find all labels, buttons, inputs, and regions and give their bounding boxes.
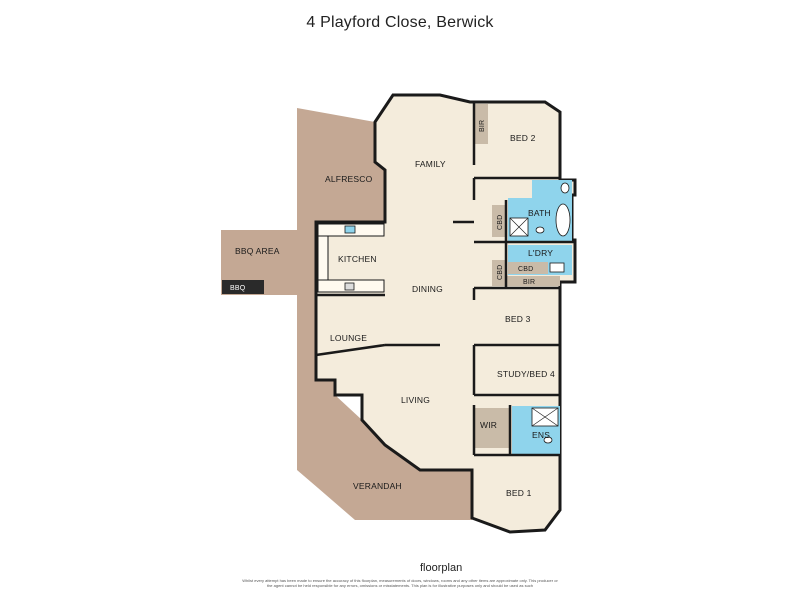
room-label-bed3: BED 3	[505, 314, 531, 324]
bir-mid	[492, 276, 560, 286]
brand-logo-text: floorplan	[420, 562, 463, 574]
verandah-area	[297, 295, 472, 520]
ensuite-basin	[543, 436, 553, 444]
room-label-alfresco: ALFRESCO	[325, 174, 373, 184]
room-label-lounge: LOUNGE	[330, 333, 367, 343]
plan-title: 4 Playford Close, Berwick	[306, 14, 494, 31]
room-label-bir-top: BIR	[479, 120, 486, 132]
room-label-bed1: BED 1	[506, 488, 532, 498]
room-label-bbq-area: BBQ AREA	[235, 246, 280, 256]
alfresco-area	[297, 108, 385, 295]
kitchen-sink	[344, 225, 356, 234]
basin	[535, 226, 545, 234]
room-label-wir: WIR	[480, 420, 497, 430]
laundry-tub	[549, 262, 565, 273]
room-label-cbd-horizontal: CBD	[518, 266, 533, 273]
room-label-verandah: VERANDAH	[353, 481, 402, 491]
bir-top	[474, 104, 488, 144]
room-label-living: LIVING	[401, 395, 430, 405]
bbq-box	[222, 280, 264, 294]
toilet	[560, 182, 570, 194]
cbd-upper	[492, 205, 506, 237]
room-label-cbd-lower: CBD	[497, 265, 504, 280]
kitchen-cooktop	[344, 282, 355, 291]
kitchen-bench-left	[317, 235, 329, 281]
internal-walls	[315, 102, 575, 457]
disclaimer-text: Whilst every attempt has been made to en…	[242, 578, 558, 588]
room-label-study: STUDY/BED 4	[497, 369, 555, 379]
room-label-dining: DINING	[412, 284, 443, 294]
room-label-ens: ENS	[532, 430, 550, 440]
room-label-laundry: L'DRY	[528, 248, 553, 258]
wir-room	[474, 408, 510, 448]
room-label-cbd-upper: CBD	[497, 215, 504, 230]
cbd-horizontal	[508, 262, 548, 274]
room-label-bed2: BED 2	[510, 133, 536, 143]
room-label-family: FAMILY	[415, 159, 446, 169]
room-label-bath: BATH	[528, 208, 551, 218]
bathtub	[555, 203, 571, 237]
room-label-bir-mid: BIR	[523, 279, 535, 286]
room-label-bbq: BBQ	[230, 285, 246, 292]
room-label-kitchen: KITCHEN	[338, 254, 377, 264]
